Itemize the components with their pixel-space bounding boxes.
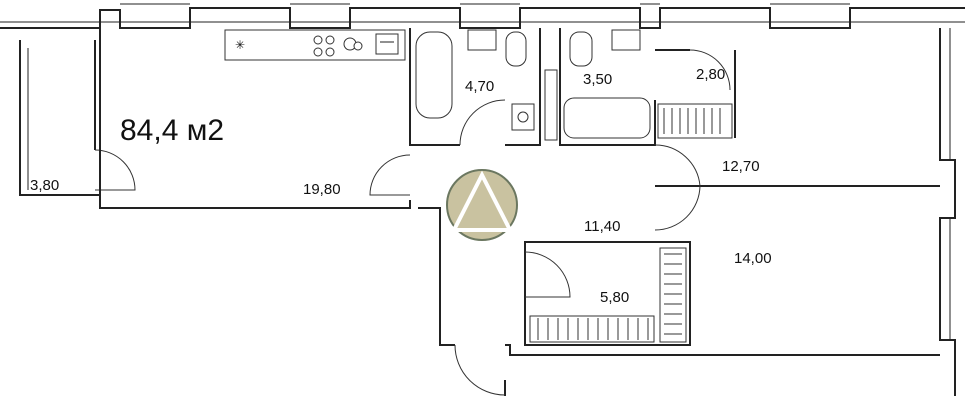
dishwasher-icon [375, 33, 399, 55]
triangle-logo-icon [446, 169, 518, 241]
balcony-area: 3,80 [30, 177, 59, 194]
living-kitchen-area: 19,80 [303, 181, 341, 198]
top-facade [0, 3, 965, 29]
bathroom-1-area: 4,70 [465, 78, 494, 95]
stove-icon [313, 35, 335, 57]
svg-text:✳: ✳ [235, 38, 245, 52]
hall-area: 11,40 [584, 218, 620, 235]
outer-walls [99, 28, 940, 396]
bedroom-1-area: 12,70 [722, 158, 760, 175]
bedroom-2-area: 14,00 [734, 250, 772, 267]
snowflake-icon: ✳ [235, 38, 245, 52]
living-door [369, 154, 411, 196]
bathroom-1 [409, 28, 541, 146]
balcony [19, 40, 136, 196]
right-facade [939, 28, 956, 396]
kitchen-counter: ✳ [224, 29, 406, 61]
storage-area: 2,80 [696, 66, 725, 83]
total-area: 84,4 м2 [120, 114, 224, 147]
wardrobe [454, 241, 691, 396]
bathroom-2-area: 3,50 [583, 71, 612, 88]
bedroom-partition [654, 144, 940, 231]
wardrobe-area: 5,80 [600, 289, 629, 306]
sink-icon [343, 37, 363, 51]
bathroom-2 [544, 28, 656, 146]
storage [655, 49, 736, 139]
